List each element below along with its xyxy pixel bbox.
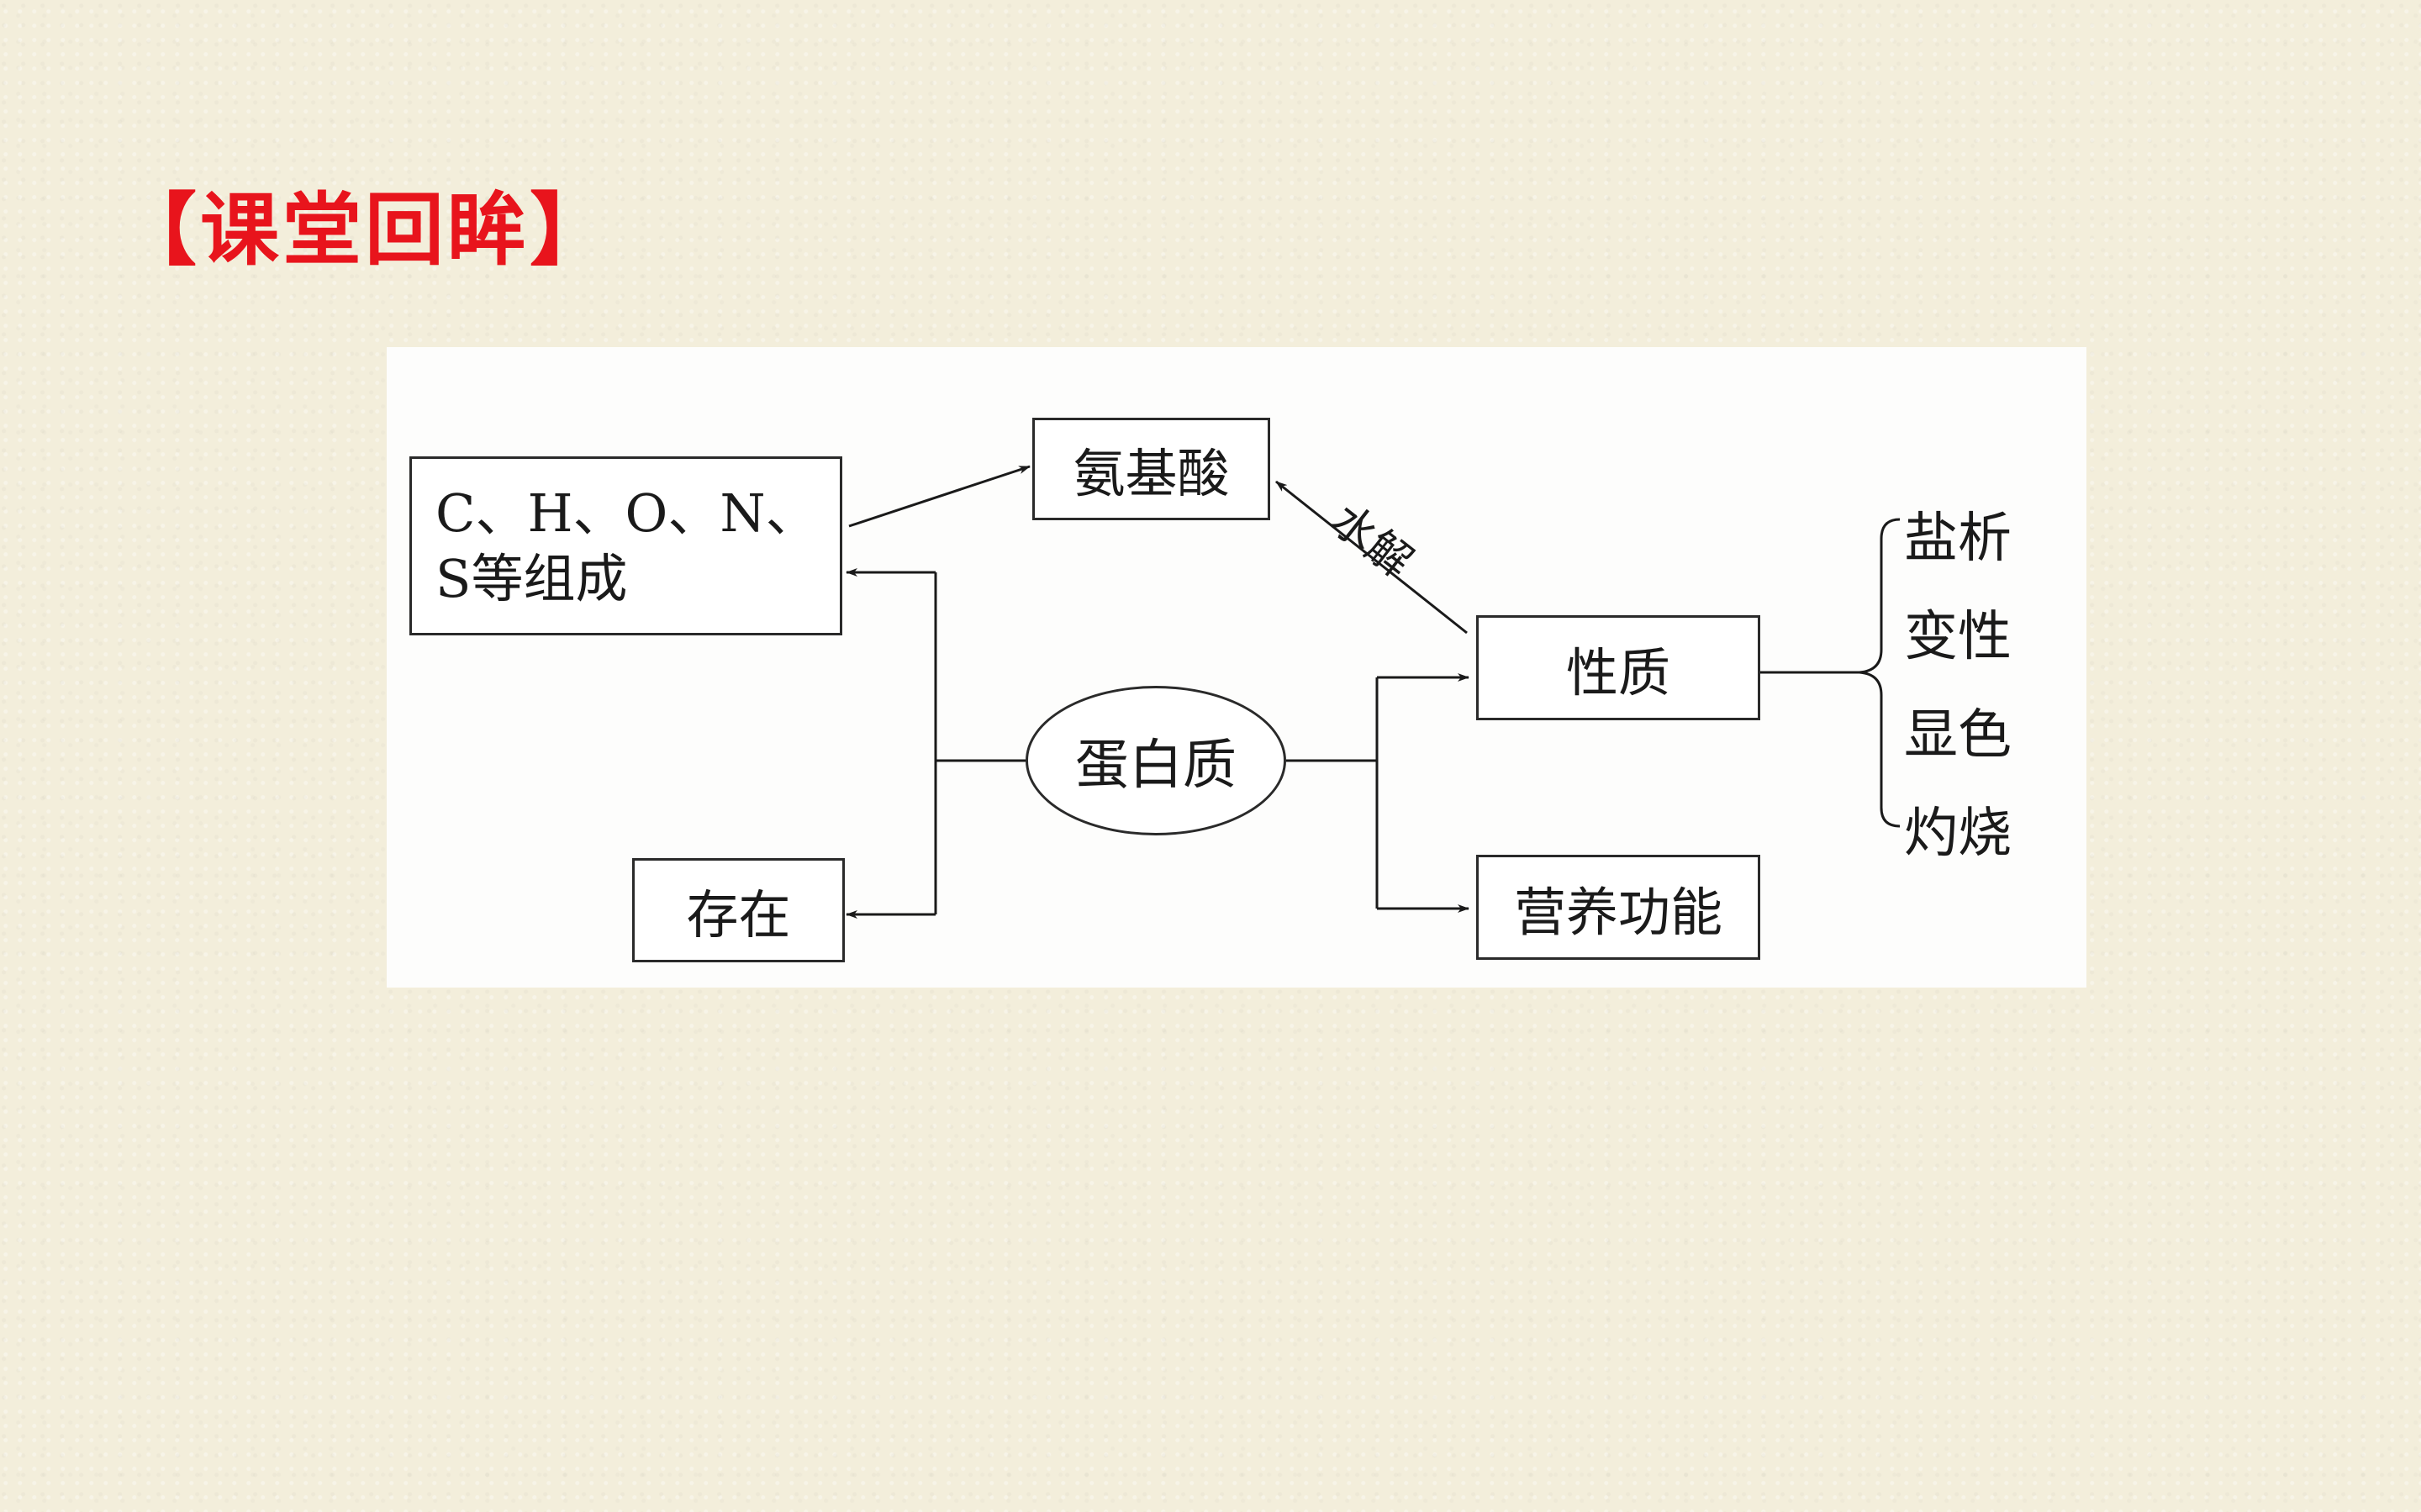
page-title: 【课堂回眸】 xyxy=(118,185,613,277)
composition-line-2: S等组成 xyxy=(435,548,628,609)
protein-label: 蛋白质 xyxy=(1075,735,1237,797)
property-item: 变性 xyxy=(1904,606,2012,668)
properties-label: 性质 xyxy=(1565,641,1670,703)
brace-icon xyxy=(1859,518,1901,828)
nutrition-label: 营养功能 xyxy=(1513,881,1722,943)
composition-line-1: C、H、O、N、 xyxy=(435,482,818,544)
properties-box: 性质 xyxy=(1476,615,1760,720)
property-item: 盐析 xyxy=(1904,508,2012,570)
composition-box: C、H、O、N、 S等组成 xyxy=(409,456,842,635)
existence-box: 存在 xyxy=(632,858,845,962)
property-item: 灼烧 xyxy=(1904,803,2012,865)
property-item: 显色 xyxy=(1904,704,2012,767)
amino-acid-box: 氨基酸 xyxy=(1032,418,1270,520)
concept-map-panel: C、H、O、N、 S等组成 氨基酸 存在 性质 营养功能 蛋白质 水解 盐析 变… xyxy=(387,347,2086,988)
connector-lines xyxy=(846,465,1901,919)
nutrition-box: 营养功能 xyxy=(1476,855,1760,960)
arrow-hydrolysis xyxy=(1275,480,1468,635)
amino-acid-label: 氨基酸 xyxy=(1073,443,1230,504)
property-list: 盐析 变性 显色 灼烧 xyxy=(1904,490,2012,883)
arrow-composition-to-amino-acid xyxy=(848,465,1031,528)
existence-label: 存在 xyxy=(686,884,791,946)
protein-center-node: 蛋白质 xyxy=(1026,686,1286,835)
